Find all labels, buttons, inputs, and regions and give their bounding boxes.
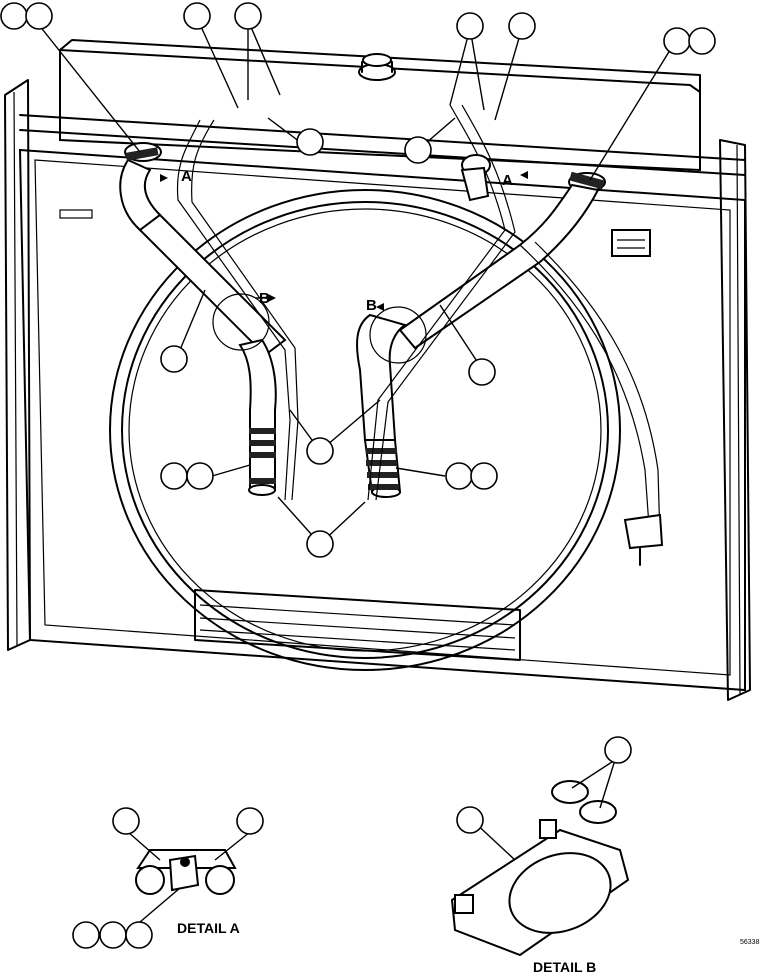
callout: [236, 807, 264, 835]
callout: [508, 12, 536, 40]
callouts-main: [0, 2, 716, 558]
callout: [456, 12, 484, 40]
callout: [445, 462, 473, 490]
detail-b: DETAIL B: [450, 736, 632, 974]
left-hose-assembly: [119, 119, 299, 501]
callout: [186, 462, 214, 490]
fan-shroud-ring: [109, 189, 621, 671]
callout: [296, 128, 324, 156]
callout: [306, 437, 334, 465]
view-b-label-left: B: [259, 290, 270, 307]
callout: [234, 2, 262, 30]
callout: [125, 921, 153, 949]
detail-a: DETAIL A: [72, 807, 264, 949]
left-hose-clamps: [249, 428, 276, 484]
callout: [306, 530, 334, 558]
detail-marker-a-left: A: [160, 168, 192, 185]
callout: [72, 921, 100, 949]
leader-lines: [34, 19, 676, 545]
detail-marker-b-left: B: [212, 290, 276, 351]
callout: [456, 806, 484, 834]
callout: [25, 2, 53, 30]
callout: [468, 358, 496, 386]
callout: [470, 462, 498, 490]
view-b-label-right: B: [366, 297, 377, 314]
callout: [112, 807, 140, 835]
callout: [160, 345, 188, 373]
callout: [160, 462, 188, 490]
detail-a-label: DETAIL A: [177, 920, 240, 936]
detail-b-label: DETAIL B: [533, 959, 596, 974]
detail-marker-a-right: A: [502, 171, 528, 189]
view-a-label-right: A: [502, 172, 513, 189]
callout: [663, 27, 691, 55]
figure-reference-number: 56338: [740, 939, 760, 946]
callout: [183, 2, 211, 30]
callout: [99, 921, 127, 949]
detail-marker-b-right: B: [366, 297, 427, 364]
callout: [688, 27, 716, 55]
callout: [404, 136, 432, 164]
callout: [0, 2, 28, 30]
view-a-label-left: A: [181, 168, 192, 185]
callout: [604, 736, 632, 764]
